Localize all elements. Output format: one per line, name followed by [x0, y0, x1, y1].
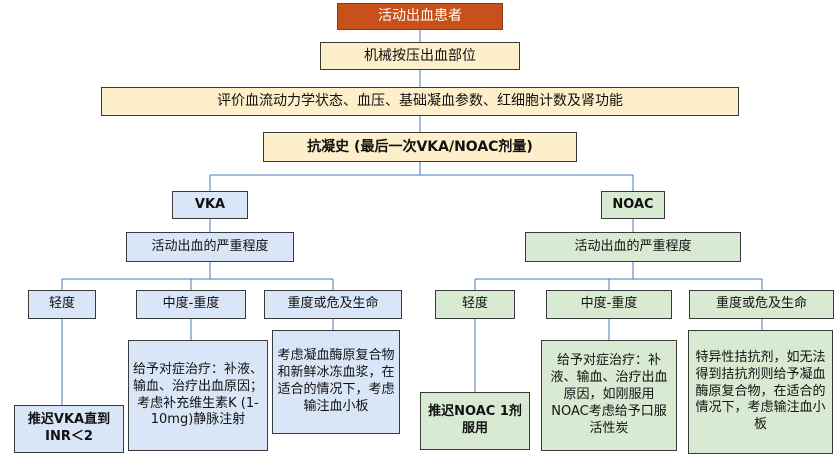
noac-mild-box: 轻度 — [435, 290, 515, 319]
anticoagulation-history-box: 抗凝史 (最后一次VKA/NOAC剂量) — [263, 132, 577, 162]
vka-mild-box: 轻度 — [28, 290, 96, 319]
connector-step3-split — [210, 162, 633, 176]
noac-moderate-box: 中度-重度 — [546, 290, 672, 319]
connector-noac-branches — [474, 262, 763, 290]
vka-moderate-box: 中度-重度 — [136, 290, 246, 319]
mechanical-compression-box: 机械按压出血部位 — [320, 42, 520, 70]
vka-severe-action-box: 考虑凝血酶原复合物和新鲜冰冻血浆，在适合的情况下，考虑输注血小板 — [272, 330, 400, 434]
vka-severity-box: 活动出血的严重程度 — [126, 232, 294, 262]
connector-vka-branches — [61, 262, 334, 290]
evaluation-box: 评价血流动力学状态、血压、基础凝血参数、红细胞计数及肾功能 — [101, 87, 739, 116]
noac-mild-action-box: 推迟NOAC 1剂服用 — [420, 392, 530, 450]
noac-severity-box: 活动出血的严重程度 — [525, 232, 741, 262]
noac-severe-action-box: 特异性拮抗剂，如无法得到拮抗剂则给予凝血酶原复合物，在适合的情况下，考虑输注血小… — [688, 330, 833, 454]
noac-moderate-action-box: 给予对症治疗：补液、输血、治疗出血原因，如刚服用NOAC考虑给予口服活性炭 — [541, 340, 677, 451]
vka-mild-action-box: 推迟VKA直到INR＜2 — [14, 405, 124, 453]
active-bleeding-patient-box: 活动出血患者 — [337, 3, 503, 30]
vka-severe-box: 重度或危及生命 — [264, 290, 402, 319]
vka-moderate-action-box: 给予对症治疗：补液、输血、治疗出血原因；考虑补充维生素K (1-10mg)静脉注… — [128, 340, 268, 451]
noac-severe-box: 重度或危及生命 — [689, 290, 834, 319]
noac-box: NOAC — [601, 191, 665, 219]
vka-box: VKA — [172, 191, 248, 219]
